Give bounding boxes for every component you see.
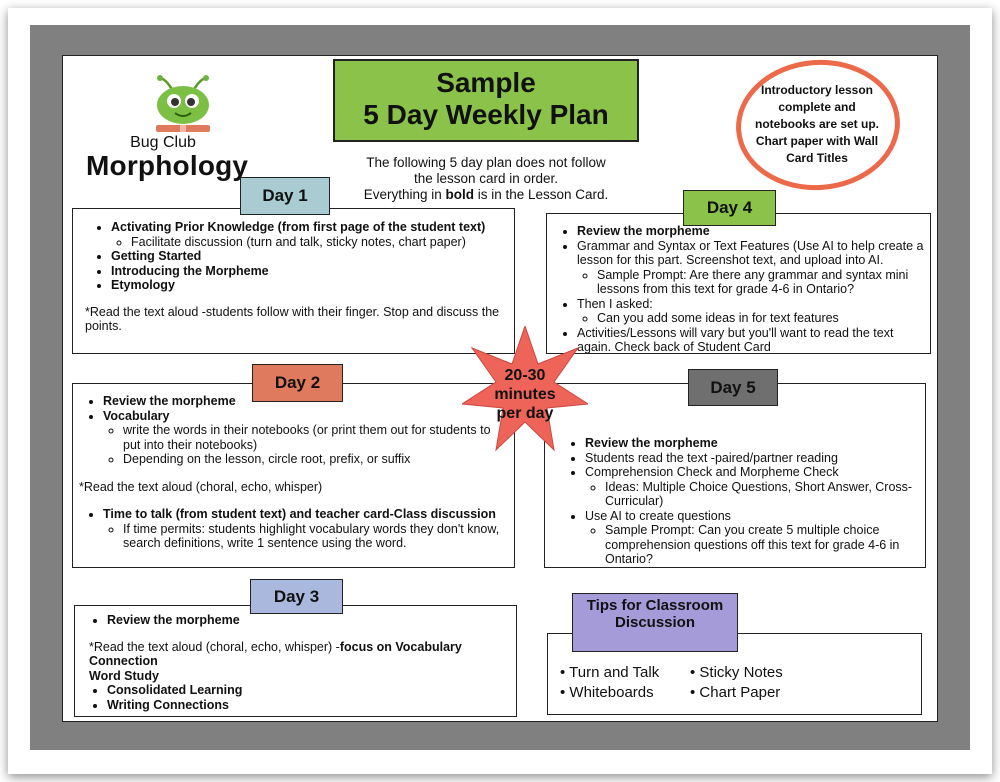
intro-note: Introductory lesson complete and noteboo… [754, 83, 880, 165]
day5-box: Review the morpheme Students read the te… [544, 383, 926, 568]
day3-list: Review the morpheme [89, 613, 508, 628]
day1-item: Getting Started [111, 249, 504, 264]
day4-box: Review the morpheme Grammar and Syntax o… [546, 213, 931, 354]
day1-list: Activating Prior Knowledge (from first p… [93, 220, 504, 293]
day2-subitem: write the words in their notebooks (or p… [123, 423, 506, 452]
day3-box: Review the morpheme *Read the text aloud… [74, 605, 517, 717]
intro-line3: Everything in bold is in the Lesson Card… [335, 187, 637, 203]
time-line3: per day [496, 405, 554, 422]
day3-item: Consolidated Learning [107, 683, 508, 698]
tip-item: • Chart Paper [690, 684, 781, 701]
time-line2: minutes [494, 386, 556, 403]
day3-note: *Read the text aloud (choral, echo, whis… [89, 640, 508, 669]
day2-item: Vocabulary [103, 409, 506, 424]
day1-note: *Read the text aloud -students follow wi… [85, 304, 500, 334]
brand-line2: Morphology [86, 150, 249, 181]
tips-title: Tips for Classroom Discussion [572, 593, 738, 652]
day3-list2: Consolidated Learning Writing Connection… [89, 683, 508, 712]
day2-list2: Time to talk (from student text) and tea… [85, 507, 506, 551]
day1-item: Activating Prior Knowledge (from first p… [111, 220, 504, 235]
day5-list: Review the morpheme Students read the te… [567, 436, 921, 567]
tip-text: Whiteboards [569, 684, 654, 701]
tips-left-col: • Turn and Talk • Whiteboards [560, 663, 659, 703]
title-line2: 5 Day Weekly Plan [363, 99, 609, 130]
day4-item: Activities/Lessons will vary but you'll … [577, 326, 924, 355]
intro-line1: The following 5 day plan does not follow [366, 155, 606, 170]
tip-text: Turn and Talk [569, 664, 660, 681]
day5-item: Comprehension Check and Morpheme Check [585, 465, 921, 480]
day4-list: Review the morpheme Grammar and Syntax o… [559, 224, 924, 355]
day1-box: Activating Prior Knowledge (from first p… [72, 208, 515, 354]
day2-subitem: If time permits: students highlight voca… [123, 522, 506, 551]
day1-tab: Day 1 [240, 177, 330, 215]
day4-subitem: Can you add some ideas in for text featu… [597, 311, 924, 326]
intro-text: The following 5 day plan does not follow… [335, 155, 637, 203]
day3-note-bold: focus on Vocabulary Connection [89, 639, 462, 669]
title-line1: Sample [436, 67, 536, 98]
day2-note: *Read the text aloud (choral, echo, whis… [79, 479, 323, 494]
day1-subitem: Facilitate discussion (turn and talk, st… [131, 235, 504, 250]
intro-line3-pre: Everything in [363, 187, 446, 202]
day3-note-pre: *Read the text aloud (choral, echo, whis… [89, 639, 340, 654]
tip-text: Sticky Notes [699, 664, 783, 681]
day2-list: Review the morpheme Vocabulary write the… [85, 394, 506, 467]
time-badge: 20-30 minutes per day [478, 366, 572, 423]
day4-subitem: Sample Prompt: Are there any grammar and… [597, 268, 924, 297]
day2-item: Review the morpheme [103, 394, 506, 409]
tip-item: • Whiteboards [560, 684, 654, 701]
day5-item: Review the morpheme [585, 436, 921, 451]
tips-right-col: • Sticky Notes • Chart Paper [690, 663, 783, 703]
page-title: Sample 5 Day Weekly Plan [333, 59, 639, 142]
day5-item: Students read the text -paired/partner r… [585, 451, 921, 466]
day2-item: Time to talk (from student text) and tea… [103, 507, 506, 522]
day4-tab: Day 4 [683, 190, 776, 226]
day2-subitem: Depending on the lesson, circle root, pr… [123, 452, 506, 467]
time-line1: 20-30 [504, 367, 546, 384]
day1-item: Etymology [111, 278, 504, 293]
day4-item: Review the morpheme [577, 224, 924, 239]
day3-item: Writing Connections [107, 698, 508, 713]
day2-tab: Day 2 [252, 364, 343, 402]
tip-item: • Sticky Notes [690, 664, 783, 681]
star-burst-icon [462, 326, 588, 452]
day5-subitem: Ideas: Multiple Choice Questions, Short … [605, 480, 921, 509]
day5-subitem: Sample Prompt: Can you create 5 multiple… [605, 523, 921, 567]
intro-line3-bold: bold [445, 187, 474, 202]
day5-tab: Day 5 [688, 369, 778, 406]
intro-line3-post: is in the Lesson Card. [473, 187, 609, 202]
day5-item: Use AI to create questions [585, 509, 921, 524]
bug-mascot-icon [156, 75, 210, 132]
day3-subhead: Word Study [89, 668, 159, 683]
intro-line2: the lesson card in order. [413, 171, 559, 186]
day3-item: Review the morpheme [107, 613, 508, 628]
day3-tab: Day 3 [250, 579, 343, 614]
day4-item: Grammar and Syntax or Text Features (Use… [577, 239, 924, 268]
day2-box: Review the morpheme Vocabulary write the… [72, 383, 515, 568]
day1-item: Introducing the Morpheme [111, 264, 504, 279]
tip-item: • Turn and Talk [560, 664, 660, 681]
day4-item: Then I asked: [577, 297, 924, 312]
tip-text: Chart Paper [699, 684, 781, 701]
brand-line1: Bug Club [130, 134, 196, 151]
